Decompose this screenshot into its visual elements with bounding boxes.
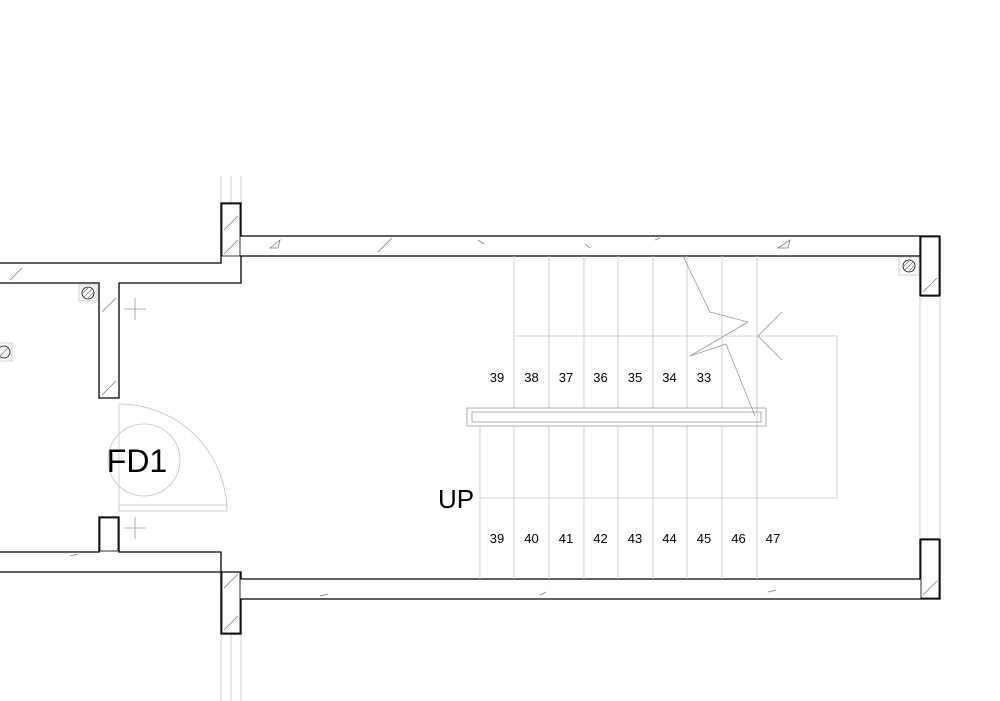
wall-strip-bottom xyxy=(220,634,242,701)
bottom-wall xyxy=(0,516,941,635)
step-number: 40 xyxy=(524,531,538,546)
door-tag-circle xyxy=(107,423,181,497)
step-number: 42 xyxy=(593,531,607,546)
step-number: 39 xyxy=(490,531,504,546)
step-number: 37 xyxy=(559,370,573,385)
stair-handrail xyxy=(466,407,767,427)
step-number: 44 xyxy=(662,531,676,546)
step-number: 39 xyxy=(490,370,504,385)
stair-direction-arrow xyxy=(757,311,783,361)
door-tag-label: FD1 xyxy=(107,443,167,479)
step-number: 33 xyxy=(697,370,711,385)
direction-label: UP xyxy=(438,484,474,514)
step-number: 45 xyxy=(697,531,711,546)
lower-flight-numbers: 39 40 41 42 43 44 45 46 47 xyxy=(490,531,780,546)
step-number: 34 xyxy=(662,370,676,385)
pipe-symbol-left xyxy=(78,284,98,302)
step-number: 38 xyxy=(524,370,538,385)
pipe-symbol-edge xyxy=(0,342,13,362)
step-number: 41 xyxy=(559,531,573,546)
step-number: 47 xyxy=(766,531,780,546)
step-number: 36 xyxy=(593,370,607,385)
stair-treads xyxy=(479,256,758,579)
pipe-symbol-right xyxy=(898,256,920,276)
wall-strip-top xyxy=(220,176,242,204)
step-number: 46 xyxy=(731,531,745,546)
door-swing xyxy=(118,403,228,512)
step-number: 35 xyxy=(628,370,642,385)
upper-flight-numbers: 39 38 37 36 35 34 33 xyxy=(490,370,711,385)
stair-break-line xyxy=(682,255,756,417)
cross-mark-top xyxy=(124,298,146,320)
step-number: 43 xyxy=(628,531,642,546)
wall-hatching xyxy=(9,215,938,631)
cross-mark-bottom xyxy=(124,517,146,539)
stair-landing xyxy=(480,335,838,499)
top-wall xyxy=(0,202,941,399)
